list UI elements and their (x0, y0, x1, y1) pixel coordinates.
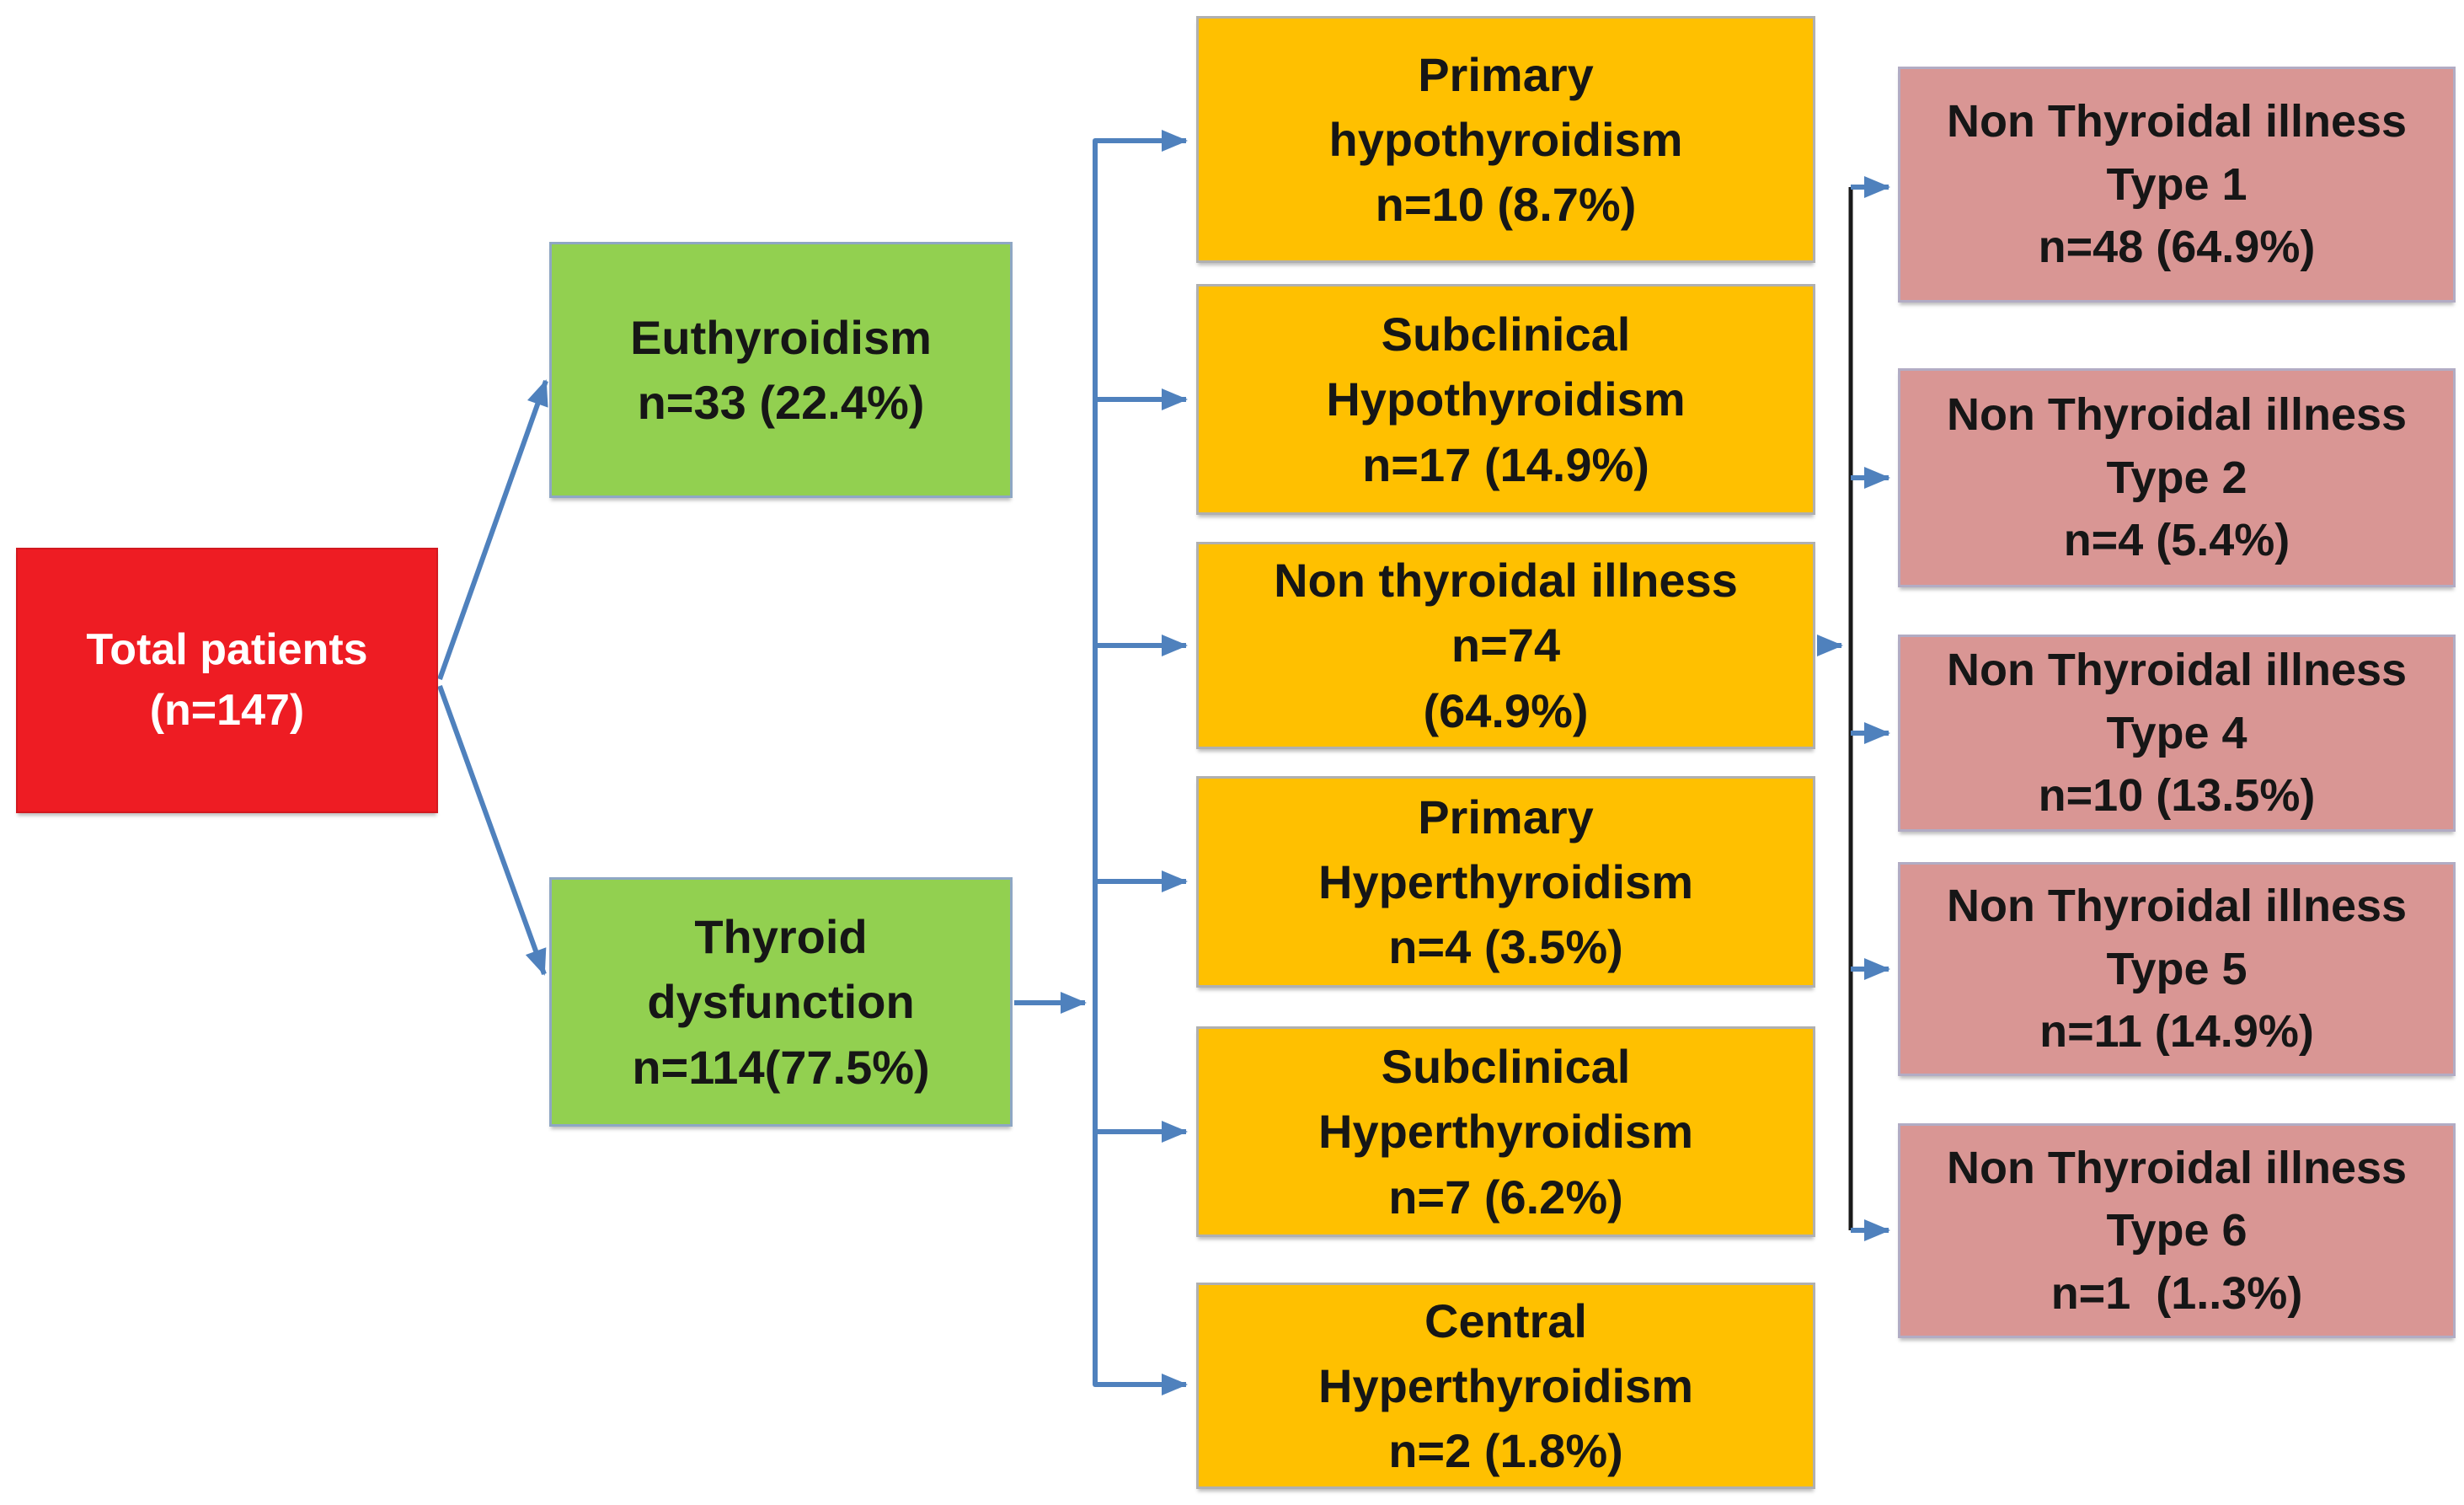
nti-type4-label: Non Thyroidal illness Type 4 n=10 (13.5%… (1946, 645, 2408, 822)
edge-root-to-euthyroidism (437, 379, 548, 681)
nti-type1-label: Non Thyroidal illness Type 1 n=48 (64.9%… (1946, 96, 2408, 273)
nti-type5-box: Non Thyroidal illness Type 5 n=11 (14.9%… (1898, 862, 2456, 1076)
total-patients-box: Total patients (n=147) (16, 548, 438, 813)
subclinical-hyperthyroidism-label: Subclinical Hyperthyroidism n=7 (6.2%) (1318, 1040, 1693, 1224)
nti-type2-label: Non Thyroidal illness Type 2 n=4 (5.4%) (1946, 389, 2408, 566)
total-patients-label: Total patients (n=147) (86, 624, 368, 735)
nti-type1-box: Non Thyroidal illness Type 1 n=48 (64.9%… (1898, 67, 2456, 303)
primary-hypothyroidism-label: Primary hypothyroidism n=10 (8.7%) (1328, 47, 1683, 232)
primary-hypothyroidism-box: Primary hypothyroidism n=10 (8.7%) (1196, 16, 1815, 263)
euthyroidism-label: Euthyroidism n=33 (22.4%) (630, 310, 932, 429)
nti-type6-box: Non Thyroidal illness Type 6 n=1 (1..3%) (1898, 1123, 2456, 1338)
central-hyperthyroidism-box: Central Hyperthyroidism n=2 (1.8%) (1196, 1283, 1815, 1489)
subclinical-hypothyroidism-box: Subclinical Hypothyroidism n=17 (14.9%) (1196, 284, 1815, 515)
primary-hyperthyroidism-label: Primary Hyperthyroidism n=4 (3.5%) (1318, 790, 1693, 974)
thyroid-dysfunction-label: Thyroid dysfunction n=114(77.5%) (632, 910, 930, 1094)
nti-type6-label: Non Thyroidal illness Type 6 n=1 (1..3%) (1946, 1142, 2408, 1319)
euthyroidism-box: Euthyroidism n=33 (22.4%) (549, 242, 1013, 498)
non-thyroidal-illness-label: Non thyroidal illness n=74 (64.9%) (1274, 554, 1738, 737)
central-hyperthyroidism-label: Central Hyperthyroidism n=2 (1.8%) (1318, 1293, 1693, 1478)
non-thyroidal-illness-box: Non thyroidal illness n=74 (64.9%) (1196, 542, 1815, 749)
primary-hyperthyroidism-box: Primary Hyperthyroidism n=4 (3.5%) (1196, 776, 1815, 988)
nti-type2-box: Non Thyroidal illness Type 2 n=4 (5.4%) (1898, 368, 2456, 587)
edge-root-to-thyroid-dysfunction (437, 684, 547, 976)
subclinical-hyperthyroidism-box: Subclinical Hyperthyroidism n=7 (6.2%) (1196, 1026, 1815, 1237)
nti-type4-box: Non Thyroidal illness Type 4 n=10 (13.5%… (1898, 635, 2456, 832)
subclinical-hypothyroidism-label: Subclinical Hypothyroidism n=17 (14.9%) (1326, 308, 1686, 491)
nti-type5-label: Non Thyroidal illness Type 5 n=11 (14.9%… (1946, 881, 2408, 1058)
thyroid-dysfunction-box: Thyroid dysfunction n=114(77.5%) (549, 877, 1013, 1127)
